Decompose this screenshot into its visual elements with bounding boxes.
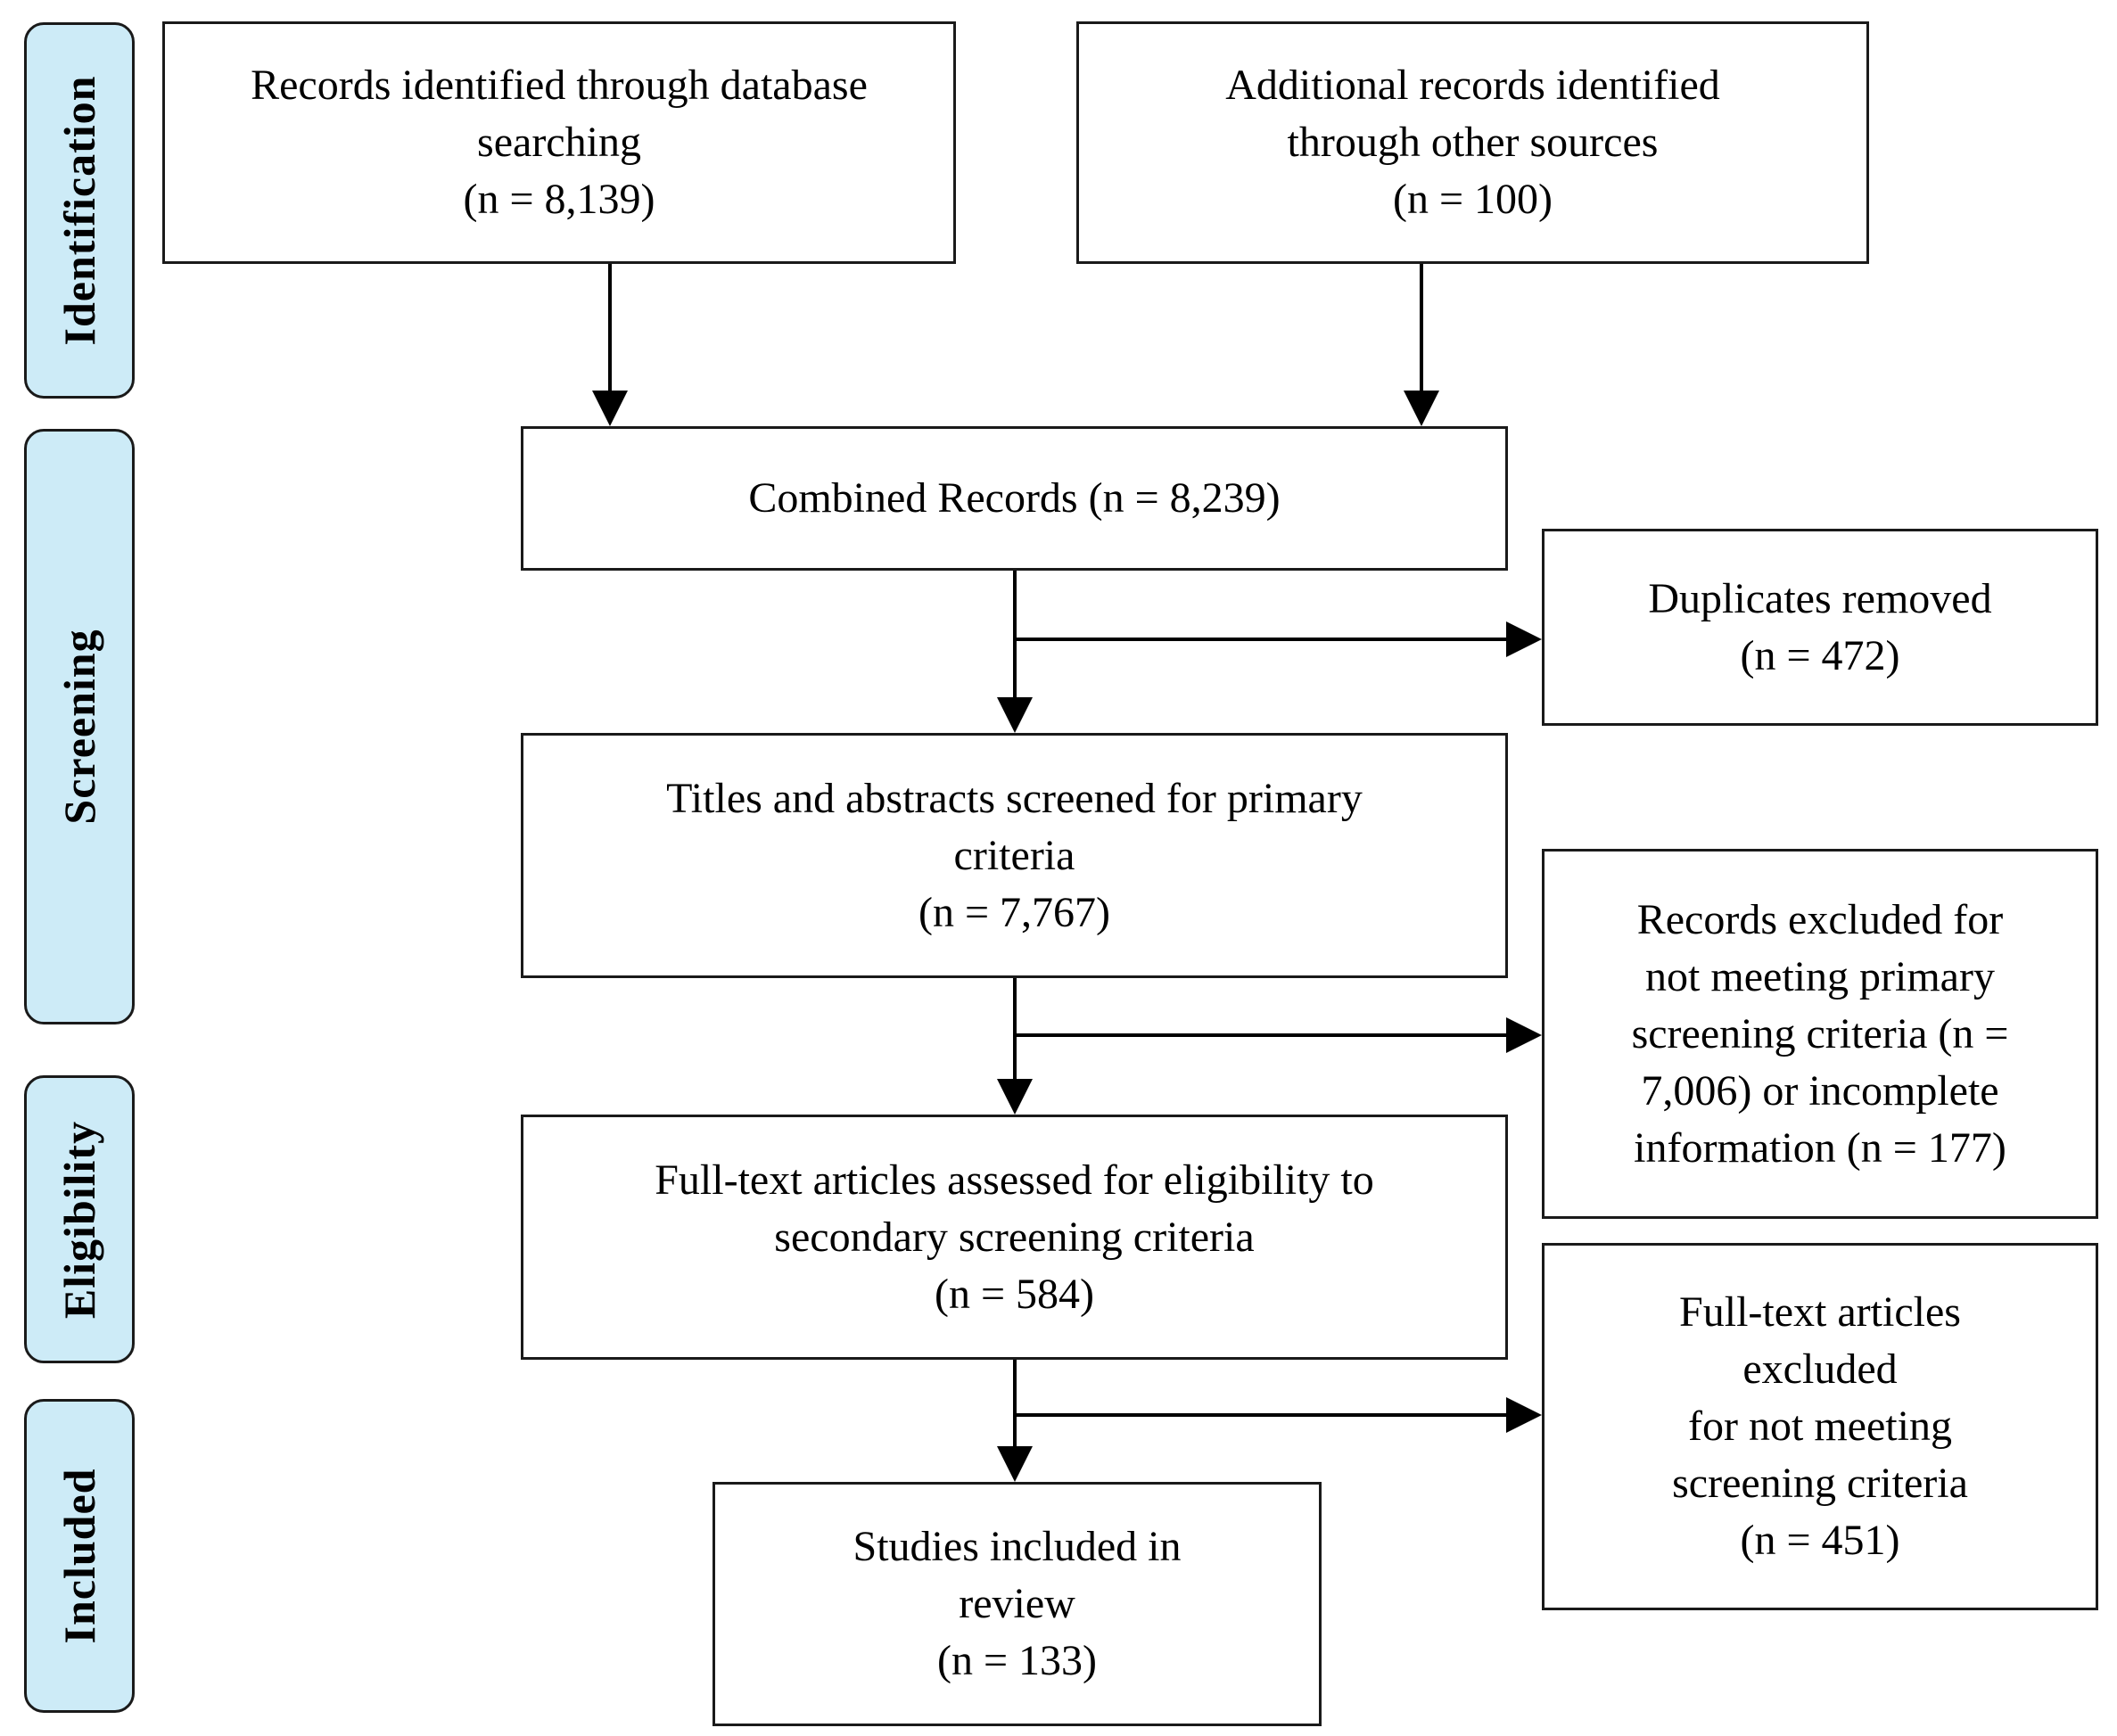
text-line: (n = 472) — [1740, 631, 1900, 679]
box-full-text-excluded: Full-text articles excluded for not meet… — [1542, 1243, 2098, 1610]
text-line: information (n = 177) — [1634, 1123, 2006, 1172]
phase-screening: Screening — [24, 429, 135, 1024]
text-line: (n = 7,767) — [918, 888, 1111, 936]
box-other-sources: Additional records identified through ot… — [1076, 21, 1869, 264]
box-combined-records: Combined Records (n = 8,239) — [521, 426, 1508, 571]
text-line: Duplicates removed — [1648, 574, 1992, 622]
text-line: Titles and abstracts screened for primar… — [666, 774, 1363, 822]
box-duplicates-removed: Duplicates removed (n = 472) — [1542, 529, 2098, 726]
text-line: Additional records identified — [1225, 62, 1720, 109]
text-line: secondary screening criteria — [774, 1213, 1255, 1261]
phase-eligibility: Eligibility — [24, 1075, 135, 1363]
text-line: review — [959, 1580, 1075, 1627]
text-line: (n = 8,139) — [463, 176, 655, 223]
box-records-excluded-primary: Records excluded for not meeting primary… — [1542, 849, 2098, 1219]
phase-included: Included — [24, 1399, 135, 1713]
text-line: Records identified through database — [251, 62, 868, 109]
text-line: searching — [477, 119, 641, 166]
box-full-text-assessed: Full-text articles assessed for eligibil… — [521, 1115, 1508, 1360]
text-line: (n = 584) — [934, 1270, 1095, 1318]
box-database-records: Records identified through database sear… — [162, 21, 956, 264]
phase-identification: Identification — [24, 22, 135, 399]
box-titles-abstracts-screened: Titles and abstracts screened for primar… — [521, 733, 1508, 978]
text-line: Records excluded for — [1636, 895, 2004, 943]
text-line: 7,006) or incomplete — [1641, 1066, 1999, 1115]
box-studies-included: Studies included in review (n = 133) — [713, 1482, 1322, 1726]
text-line: Studies included in — [853, 1523, 1182, 1570]
text-line: (n = 133) — [936, 1637, 1098, 1684]
text-line: screening criteria (n = — [1631, 1009, 2009, 1057]
text-line: not meeting primary — [1645, 952, 1995, 1000]
text-line: Full-text articles — [1679, 1288, 1961, 1336]
text-line: (n = 451) — [1740, 1517, 1900, 1564]
text-line: for not meeting — [1688, 1403, 1952, 1450]
text-line: Full-text articles assessed for eligibil… — [655, 1156, 1374, 1204]
text-line: excluded — [1742, 1345, 1898, 1393]
text-line: through other sources — [1287, 119, 1659, 166]
text-line: Combined Records (n = 8,239) — [748, 474, 1281, 522]
text-line: criteria — [953, 831, 1075, 879]
text-line: screening criteria — [1672, 1460, 1968, 1507]
text-line: (n = 100) — [1392, 176, 1553, 223]
